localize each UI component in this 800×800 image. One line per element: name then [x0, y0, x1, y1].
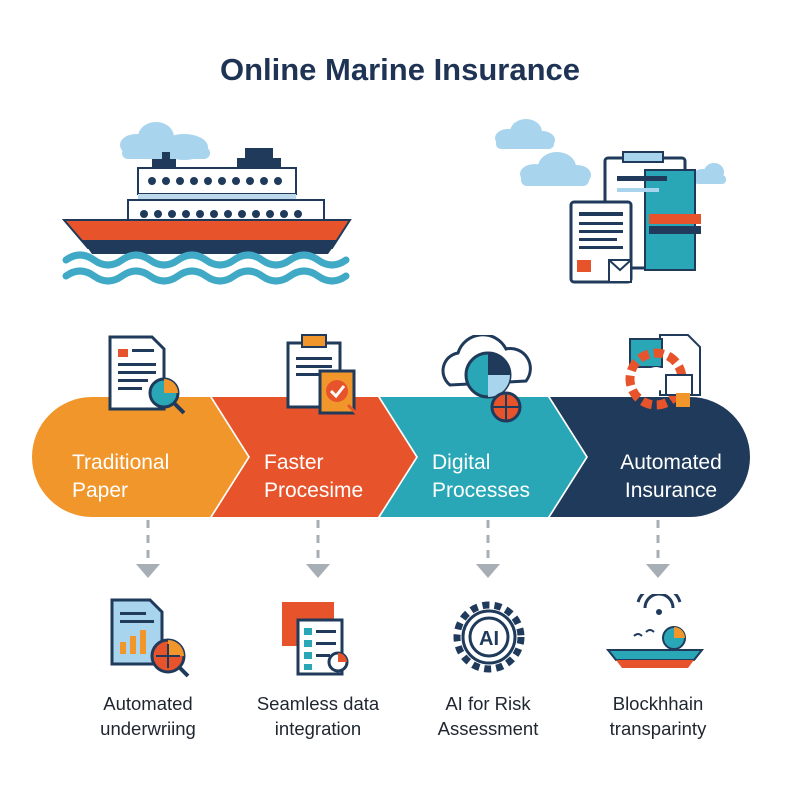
data-documents-icon	[282, 602, 349, 676]
flow-step-digital-processes	[380, 397, 586, 517]
flow-step-traditional-paper	[32, 397, 248, 517]
down-arrow-icon	[306, 564, 330, 578]
cargo-ship-illustration	[61, 148, 352, 285]
cloud-icon	[520, 152, 591, 186]
clipboard-check-icon	[286, 334, 360, 417]
page-title: Online Marine Insurance	[219, 52, 581, 87]
ai-gear-icon: AI	[453, 601, 525, 673]
ship-signal-icon	[605, 594, 705, 668]
flow-step-automated-insurance	[550, 397, 750, 517]
flow-step-faster-processing	[212, 397, 416, 517]
cloud-icon	[693, 163, 726, 184]
document-chart-icon	[108, 335, 186, 415]
down-arrow-icon	[136, 564, 160, 578]
cloud-pie-icon	[441, 335, 532, 423]
cloud-icon	[495, 119, 555, 149]
down-arrow-icon	[476, 564, 500, 578]
down-arrow-icon	[646, 564, 670, 578]
cloud-icon	[120, 122, 210, 160]
document-stack-icon	[569, 151, 701, 284]
gear-document-icon	[625, 334, 701, 410]
document-bar-chart-icon	[110, 598, 190, 678]
ai-glyph: AI	[479, 628, 499, 650]
